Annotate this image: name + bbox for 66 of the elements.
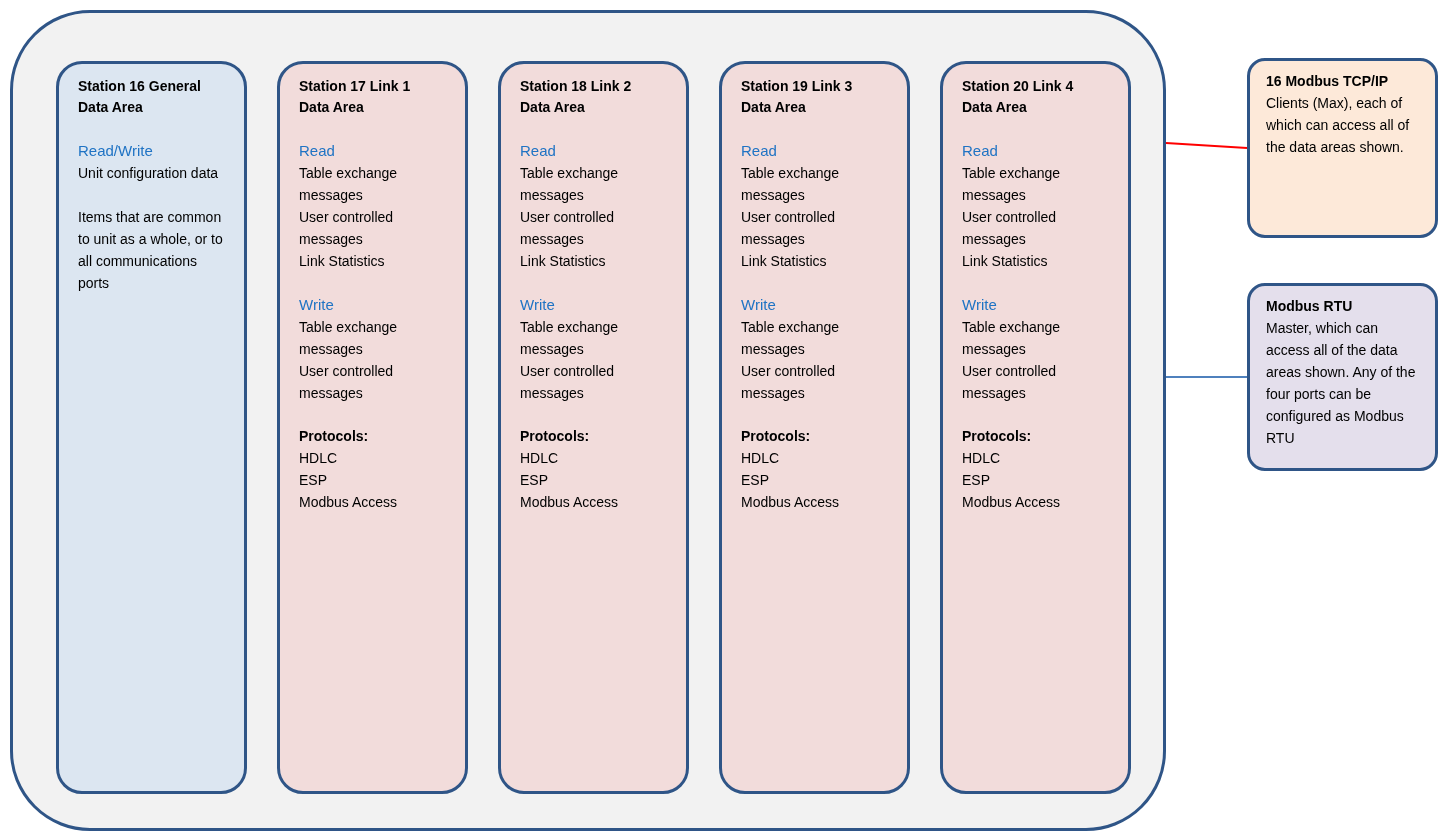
- access-label: Write: [299, 295, 335, 315]
- access-label: Read: [962, 141, 999, 161]
- body-text: ESP: [741, 471, 770, 490]
- body-text: User controlled messages: [741, 208, 837, 249]
- data-area-panel: [940, 61, 1131, 794]
- body-text: Master, which can access all of the data areas shown. Any of the four ports can be configured as Modbus RTU: [1266, 319, 1417, 448]
- heading-text: Station 17 Link 1 Data Area: [299, 77, 412, 117]
- heading-text: Station 20 Link 4 Data Area: [962, 77, 1075, 117]
- body-text: Table exchange messages: [299, 164, 399, 205]
- body-text: Link Statistics: [520, 252, 607, 271]
- heading-text: Station 18 Link 2 Data Area: [520, 77, 633, 117]
- body-text: Link Statistics: [299, 252, 386, 271]
- access-label: Write: [741, 295, 777, 315]
- body-text: User controlled messages: [962, 208, 1058, 249]
- body-text: User controlled messages: [962, 362, 1058, 403]
- body-text: Table exchange messages: [962, 164, 1062, 205]
- body-text: Table exchange messages: [520, 318, 620, 359]
- heading-text: 16 Modbus TCP/IP: [1266, 72, 1390, 91]
- body-text: Modbus Access: [520, 493, 620, 512]
- body-text: Modbus Access: [299, 493, 399, 512]
- body-text: ESP: [299, 471, 328, 490]
- note-box: [1247, 58, 1438, 238]
- body-text: Table exchange messages: [520, 164, 620, 205]
- body-text: HDLC: [962, 449, 1002, 468]
- heading-text: Station 19 Link 3 Data Area: [741, 77, 854, 117]
- body-text: Items that are common to unit as a whole, or to all communications ports: [78, 208, 223, 293]
- data-area-panel: [277, 61, 468, 794]
- body-text: HDLC: [741, 449, 781, 468]
- note-box: [1247, 283, 1438, 471]
- heading-text: Protocols:: [520, 427, 591, 446]
- body-text: Table exchange messages: [741, 164, 841, 205]
- access-label: Read: [299, 141, 336, 161]
- body-text: HDLC: [299, 449, 339, 468]
- access-label: Write: [962, 295, 998, 315]
- access-label: Read: [520, 141, 557, 161]
- container-box: [10, 10, 1166, 831]
- access-label: Write: [520, 295, 556, 315]
- body-text: Table exchange messages: [962, 318, 1062, 359]
- body-text: User controlled messages: [520, 362, 616, 403]
- body-text: Table exchange messages: [741, 318, 841, 359]
- heading-text: Station 16 General Data Area: [78, 77, 202, 117]
- heading-text: Protocols:: [741, 427, 812, 446]
- heading-text: Protocols:: [299, 427, 370, 446]
- body-text: ESP: [962, 471, 991, 490]
- body-text: Link Statistics: [962, 252, 1049, 271]
- access-label: Read/Write: [78, 141, 154, 161]
- body-text: User controlled messages: [299, 362, 395, 403]
- body-text: Table exchange messages: [299, 318, 399, 359]
- body-text: Modbus Access: [962, 493, 1062, 512]
- body-text: User controlled messages: [520, 208, 616, 249]
- connector-line: [1165, 142, 1248, 149]
- data-area-panel: [719, 61, 910, 794]
- connector-line: [1165, 376, 1248, 378]
- body-text: User controlled messages: [299, 208, 395, 249]
- access-label: Read: [741, 141, 778, 161]
- body-text: HDLC: [520, 449, 560, 468]
- heading-text: Protocols:: [962, 427, 1033, 446]
- body-text: ESP: [520, 471, 549, 490]
- data-area-panel: [498, 61, 689, 794]
- body-text: Modbus Access: [741, 493, 841, 512]
- body-text: Clients (Max), each of which can access all of the data areas shown.: [1266, 94, 1411, 157]
- body-text: Link Statistics: [741, 252, 828, 271]
- data-area-panel: [56, 61, 247, 794]
- body-text: Unit configuration data: [78, 164, 220, 183]
- heading-text: Modbus RTU: [1266, 297, 1354, 316]
- body-text: User controlled messages: [741, 362, 837, 403]
